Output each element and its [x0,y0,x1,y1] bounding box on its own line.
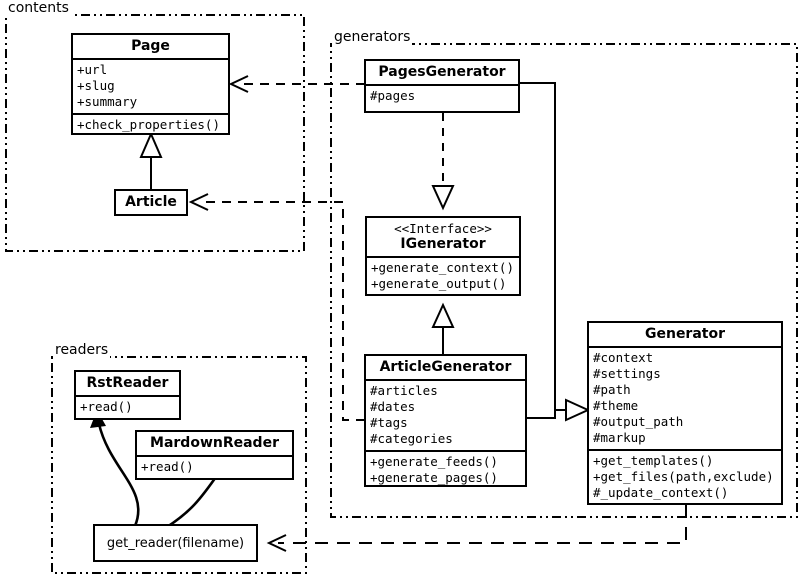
method: +generate_output() [371,276,507,291]
class-rst-reader-title: RstReader [86,375,169,391]
method: +get_templates() [593,453,714,468]
package-label-contents: contents [6,0,71,16]
attribute: #context [593,350,654,365]
class-pages-generator-title: PagesGenerator [378,64,506,80]
attribute: #output_path [593,414,684,429]
method: +read() [141,459,194,474]
attribute: #categories [370,431,453,446]
attribute: #settings [593,366,661,381]
method: +generate_feeds() [370,454,498,469]
class-article-generator-methods: +generate_feeds() +generate_pages() [366,450,525,489]
class-igenerator[interactable]: <<Interface>> IGenerator +generate_conte… [365,216,521,296]
edge-get-reader-returns-rstreader [90,410,140,527]
edge-pagesgenerator-realizes-igenerator [431,113,455,211]
class-generator[interactable]: Generator #context #settings #path #them… [587,321,783,505]
edge-articlegenerator-generalizes-igenerator [431,302,455,354]
method: +read() [80,399,133,414]
class-igenerator-methods: +generate_context() +generate_output() [367,256,519,295]
function-get-reader-label: get_reader(filename) [106,535,245,551]
class-article[interactable]: Article [114,189,188,216]
class-mardown-reader-title: MardownReader [150,435,279,451]
package-label-generators: generators [332,29,413,45]
class-article-generator-attributes: #articles #dates #tags #categories [366,379,525,450]
class-igenerator-name: IGenerator [400,236,486,252]
function-get-reader[interactable]: get_reader(filename) [93,524,258,562]
class-article-title: Article [125,194,177,210]
class-page-attributes: +url +slug +summary [73,58,228,113]
edge-pagesgenerator-extends-generator [520,82,567,411]
edge-articlegenerator-extends-generator [527,398,591,422]
class-pages-generator[interactable]: PagesGenerator #pages [364,59,520,113]
method: +generate_context() [371,260,514,275]
edge-generator-uses-get-reader [266,505,687,552]
class-generator-attributes: #context #settings #path #theme #output_… [589,346,781,449]
class-generator-title: Generator [644,326,725,342]
class-generator-methods: +get_templates() +get_files(path,exclude… [589,449,781,504]
method: +get_files(path,exclude) [593,469,774,484]
class-mardown-reader[interactable]: MardownReader +read() [135,430,294,480]
class-pages-generator-attributes: #pages [366,84,518,107]
attribute: #theme [593,398,639,413]
attribute: +slug [77,78,115,93]
class-rst-reader-methods: +read() [76,395,179,418]
class-igenerator-stereotype: <<Interface>> [394,221,492,236]
attribute: #articles [370,383,438,398]
class-page-title: Page [131,38,170,54]
method: +check_properties() [77,117,220,132]
class-mardown-reader-methods: +read() [137,455,292,478]
attribute: +summary [77,94,138,109]
attribute: #path [593,382,631,397]
method: +generate_pages() [370,470,498,485]
attribute: #tags [370,415,408,430]
method: #_update_context() [593,485,729,500]
attribute: #pages [370,88,416,103]
class-page[interactable]: Page +url +slug +summary +check_properti… [71,33,230,135]
class-igenerator-title: <<Interface>> IGenerator [367,218,519,256]
class-rst-reader[interactable]: RstReader +read() [74,370,181,420]
class-article-generator-title: ArticleGenerator [379,359,512,375]
class-article-generator[interactable]: ArticleGenerator #articles #dates #tags … [364,354,527,487]
attribute: #dates [370,399,416,414]
attribute: +url [77,62,108,77]
package-label-readers: readers [53,342,111,358]
attribute: #markup [593,430,646,445]
class-page-methods: +check_properties() [73,113,228,136]
